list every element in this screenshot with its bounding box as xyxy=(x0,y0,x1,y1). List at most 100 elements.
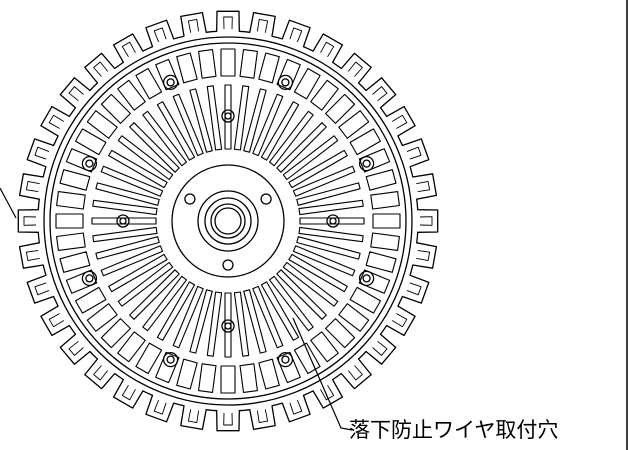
inner-radial-slot xyxy=(91,217,157,225)
inner-radial-slot xyxy=(292,165,356,197)
tooth-notch xyxy=(93,365,109,381)
axle-bore-inner xyxy=(214,207,242,235)
outer-rectangular-slot xyxy=(338,303,370,332)
outer-rectangular-slot xyxy=(100,318,131,349)
inner-radial-slot xyxy=(224,84,232,150)
inner-radial-slot xyxy=(117,135,174,181)
inner-radial-slot xyxy=(129,122,180,173)
outer-rectangular-slot xyxy=(349,128,382,156)
inner-radial-slot xyxy=(172,93,204,157)
outer-rectangular-slot xyxy=(220,365,236,394)
outer-rectangular-slot xyxy=(220,48,236,77)
tooth-notch xyxy=(256,18,269,33)
hub-boss-inner xyxy=(204,197,252,245)
outer-rectangular-slot xyxy=(276,351,301,384)
inner-radial-slot xyxy=(268,275,314,332)
tooth-notch xyxy=(320,384,335,401)
inner-radial-slot xyxy=(260,281,300,341)
inner-radial-slot xyxy=(298,199,364,216)
inner-radial-slot xyxy=(206,85,223,151)
inner-radial-slot xyxy=(100,245,164,277)
outer-rectangular-slot xyxy=(365,169,397,191)
tooth-notch xyxy=(153,27,167,43)
inner-radial-slot xyxy=(282,135,339,181)
tooth-notch xyxy=(25,180,40,193)
tooth-notch xyxy=(320,41,335,58)
tooth-notch xyxy=(391,114,408,129)
wire-mount-hole-inner xyxy=(281,355,290,364)
inner-mount-hole-center xyxy=(224,112,232,120)
outer-rectangular-slot xyxy=(55,213,84,229)
outer-rectangular-slot xyxy=(349,286,382,314)
wire-mount-hole xyxy=(277,351,294,368)
outer-rectangular-slot xyxy=(372,213,401,229)
inner-radial-slot xyxy=(288,253,348,293)
hub-bolt-hole xyxy=(184,193,196,205)
tooth-notch xyxy=(34,146,50,160)
outer-rectangular-slot xyxy=(117,79,146,111)
tooth-notch xyxy=(391,313,408,328)
outer-rectangular-slot xyxy=(65,269,98,294)
outer-rectangular-slot xyxy=(370,191,400,210)
wire-mount-hole-inner xyxy=(362,159,371,168)
tooth-notch xyxy=(68,340,84,356)
disc-face-outer xyxy=(49,42,407,400)
inner-radial-slot xyxy=(296,236,361,260)
outer-rectangular-slot xyxy=(365,251,397,273)
inner-radial-slot xyxy=(156,101,196,161)
inner-radial-slot xyxy=(117,261,174,307)
inner-radial-slot xyxy=(282,261,339,307)
inner-mount-hole-center xyxy=(119,217,127,225)
inner-radial-slot xyxy=(92,199,158,216)
inner-radial-slot xyxy=(243,289,267,354)
outer-rectangular-slot xyxy=(239,49,258,79)
inner-mount-hole xyxy=(221,109,235,123)
inner-radial-slot xyxy=(276,122,327,173)
outer-rectangular-slot xyxy=(258,52,280,84)
outer-disc-edge xyxy=(43,36,413,406)
outer-rectangular-slot xyxy=(86,303,118,332)
tooth-notch xyxy=(289,27,303,43)
callout-label-wire-mount-hole: 落下防止ワイヤ取付穴 xyxy=(349,418,559,442)
outer-rectangular-slot xyxy=(358,269,391,294)
inner-radial-slot xyxy=(252,285,284,349)
tooth-notch xyxy=(23,216,37,226)
tooth-notch xyxy=(347,365,363,381)
tooth-notch xyxy=(25,249,40,262)
hub-flange xyxy=(171,164,285,278)
wire-mount-hole-inner xyxy=(166,78,175,87)
inner-mount-hole-center xyxy=(329,217,337,225)
hub-boss xyxy=(197,190,259,252)
wire-mount-hole-inner xyxy=(85,274,94,283)
wire-mount-hole xyxy=(81,270,98,287)
tooth-notch xyxy=(419,216,433,226)
hub-bolt-hole xyxy=(260,193,272,205)
tooth-notch xyxy=(187,18,200,33)
inner-radial-slot xyxy=(296,182,361,206)
tooth-notch xyxy=(121,384,136,401)
tooth-notch xyxy=(187,409,200,424)
outer-rectangular-slot xyxy=(135,67,163,100)
tooth-notch xyxy=(406,146,422,160)
rim-teeth-outline xyxy=(17,10,439,432)
inner-radial-slot xyxy=(189,289,213,354)
callout-leader-line xyxy=(292,317,353,431)
inner-mount-hole-center xyxy=(224,322,232,330)
inner-radial-slot xyxy=(268,110,314,167)
tooth-notch xyxy=(372,340,388,356)
inner-radial-slot xyxy=(252,93,284,157)
outer-rectangular-slot xyxy=(56,232,86,251)
inner-radial-slot xyxy=(156,281,196,341)
tooth-notch xyxy=(48,313,65,328)
wire-mount-hole xyxy=(81,155,98,172)
outer-rectangular-slot xyxy=(293,342,321,375)
outer-rectangular-slot xyxy=(59,251,91,273)
outer-rectangular-slot xyxy=(358,148,391,173)
outer-rectangular-slot xyxy=(176,52,198,84)
hub-bolt-hole xyxy=(222,259,234,271)
axle-bore xyxy=(210,203,246,239)
inner-radial-slot xyxy=(108,149,168,189)
outer-rectangular-slot xyxy=(74,128,107,156)
tooth-notch xyxy=(121,41,136,58)
